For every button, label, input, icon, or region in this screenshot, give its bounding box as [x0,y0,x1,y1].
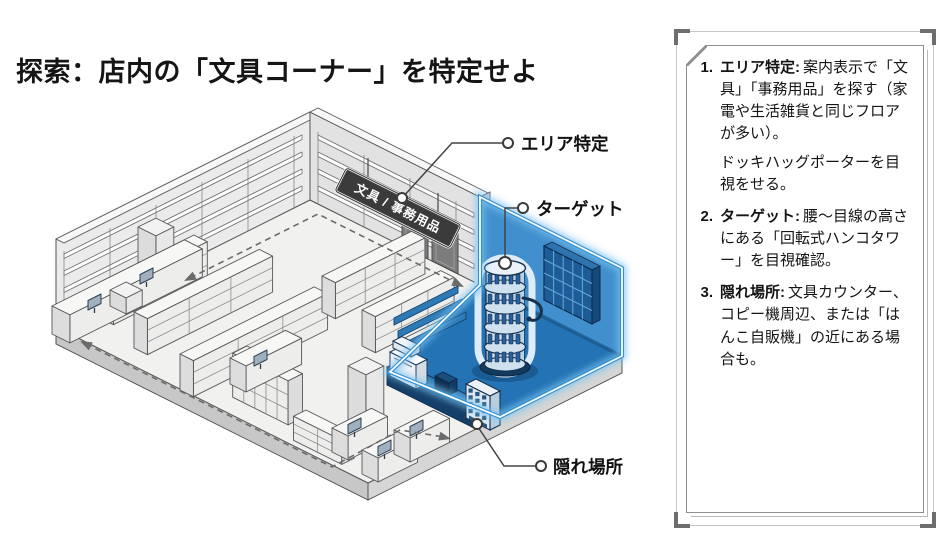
store-fixture-shape [335,261,426,307]
panel-shadow-line [691,50,928,517]
item-text: ターゲット:腰～目線の高さにある「回転式ハンコタワー」を目視確認。 [720,208,909,270]
store-fixture-shape [347,417,362,435]
route-dashed-paths [85,213,459,468]
store-fixture-shape [147,279,273,343]
callout-dot [502,137,514,149]
callout-area: エリア特定 [396,134,609,204]
callout-anchor-dot [396,192,408,204]
callout-dot [535,460,547,472]
instruction-item: 3. 隠れ場所:文具カウンター、コピー機周辺、または「はんこ自販機」の近にある場… [695,282,911,370]
callout-area-label: エリア特定 [521,134,609,154]
frame-corner-bracket [920,29,936,45]
panel-corner-fold [685,44,707,66]
callout-hiding: 隠れ場所 [471,418,623,477]
store-fixture-shape [361,309,376,354]
route-arrowhead [80,341,93,351]
callout-anchor-dot [498,256,512,270]
callout-hiding-label: 隠れ場所 [553,457,623,477]
panel-body: 1. エリア特定:案内表示で「文具」「事務用品」を探す（家電や生活雑貨と同じフロ… [685,44,924,513]
frame-corner-bracket [674,29,690,45]
route-arrowhead [184,271,197,281]
store-fixture-shape [377,439,392,457]
store-fixture-shape [287,373,303,426]
wall-grid-shelf [542,241,602,325]
store-fixture-shape [361,449,379,483]
item-number: 1. [700,59,713,76]
callout-anchor-dot [471,418,483,430]
store-fixture-shape [321,275,336,320]
route-arrowheads [80,271,464,441]
store-fixture-shape [335,249,426,295]
item-text-secondary: ドッキハッグポーターを目視をせる。 [720,154,901,194]
route-arrowhead [438,431,451,441]
store-fixture-shape [193,304,328,373]
store-fixture-shape [393,429,411,463]
store-fixtures [51,217,455,483]
instruction-item: 1. エリア特定:案内表示で「文具」「事務用品」を探す（家電や生活雑貨と同じフロ… [695,57,911,196]
store-fixture-shape [253,349,268,367]
callouts: エリア特定 ターゲット 隠れ場所 [396,134,624,477]
store-fixture-shape [139,267,154,285]
page-title: 探索：店内の「文具コーナー」を特定せよ [16,57,539,88]
store-fixture-shape [409,419,424,437]
store-fixture-shape [375,300,455,341]
callout-target-label: ターゲット [536,199,624,219]
item-text: 隠れ場所:文具カウンター、コピー機周辺、または「はんこ自販機」の近にある場合も。 [720,284,908,368]
store-fixture-shape [109,289,127,315]
frame-corner-bracket [920,512,936,528]
hanko-tower [472,254,543,382]
store-fixture-shape [51,305,71,344]
frame-corner-bracket [674,512,690,528]
store-fixture-shape [147,267,273,331]
store-fixture-shape [87,293,102,311]
item-text: エリア特定:案内表示で「文具」「事務用品」を探す（家電や生活雑貨と同じフロアが多… [720,57,911,196]
tower-crank-handle [521,296,543,322]
store-fixture-shape [179,353,194,398]
item-number: 3. [700,284,713,302]
instruction-list: 1. エリア特定:案内表示で「文具」「事務用品」を探す（家電や生活雑貨と同じフロ… [695,57,911,371]
store-fixture-shape [229,357,247,393]
instructions-panel: 1. エリア特定:案内表示で「文具」「事務用品」を探す（家電や生活雑貨と同じフロ… [674,29,936,528]
route-arrowhead [451,277,464,287]
callout-dot [517,202,529,214]
callout-target: ターゲット [498,199,624,270]
highlight-glow-outline [381,189,627,422]
store-fixture-shape [331,427,349,461]
store-fixture-shape [133,311,148,356]
instruction-item: 2. ターゲット:腰～目線の高さにある「回転式ハンコタワー」を目視確認。 [695,206,911,272]
item-number: 2. [700,208,713,226]
